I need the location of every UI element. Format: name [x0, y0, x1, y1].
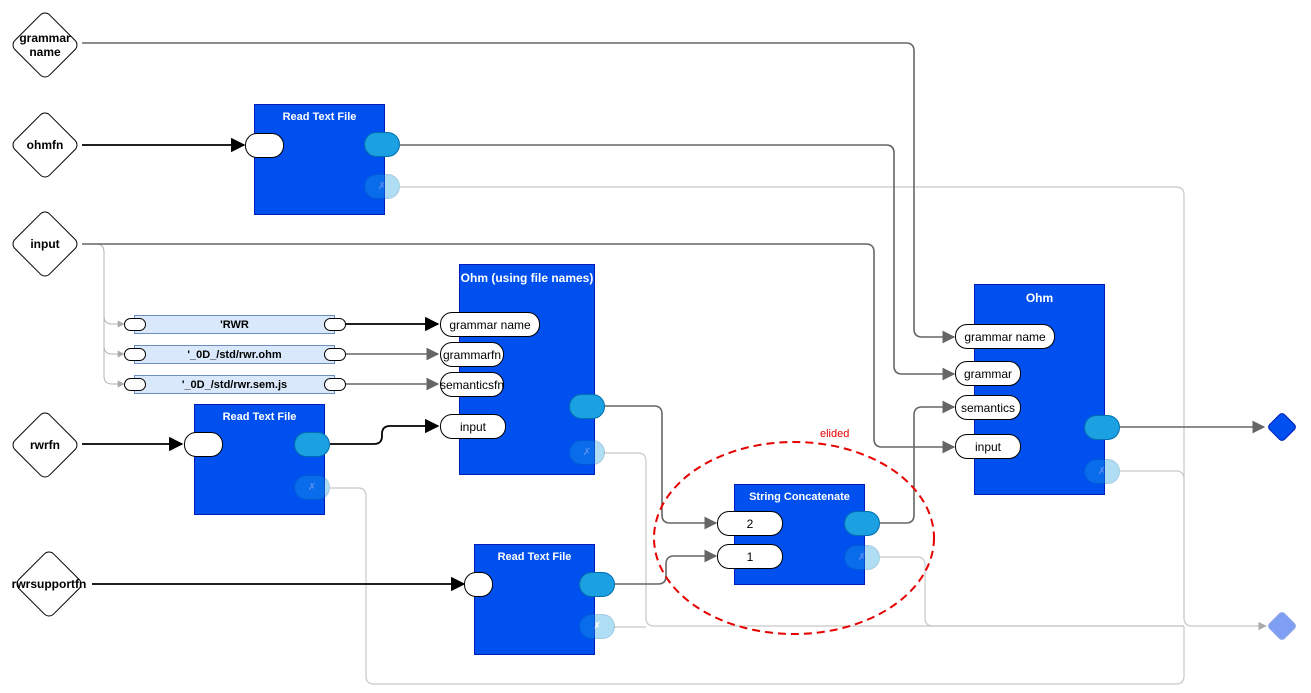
error-port[interactable]: ✗ [844, 545, 880, 570]
port-2[interactable]: 2 [717, 511, 783, 536]
constant-rwr-ohm[interactable]: '_0D_/std/rwr.ohm [134, 345, 335, 364]
node-title: Ohm (using file names) [460, 271, 594, 285]
constant-rwr-sem[interactable]: '_0D_/std/rwr.sem.js [134, 375, 335, 394]
error-port[interactable]: ✗ [1084, 459, 1120, 484]
port-1[interactable]: 1 [717, 544, 783, 569]
input-rwrfn[interactable]: rwrfn [8, 408, 82, 482]
read-text-file-node-1[interactable]: Read Text File [254, 104, 385, 215]
port-grammar[interactable]: grammar [955, 361, 1021, 386]
error-port[interactable]: ✗ [294, 475, 330, 500]
input-label: ohmfn [26, 138, 64, 152]
port-input[interactable]: input [955, 434, 1021, 459]
constant-out-port [324, 348, 346, 361]
error-port[interactable]: ✗ [579, 614, 615, 639]
port-grammar-name[interactable]: grammar name [440, 312, 540, 337]
input-label: input [30, 237, 60, 251]
ohm-node[interactable]: Ohm [974, 284, 1105, 495]
input-label: grammar name [19, 31, 71, 59]
constant-in-port [124, 318, 146, 331]
input-port[interactable] [184, 432, 223, 457]
constant-rwr[interactable]: 'RWR [134, 315, 335, 334]
input-port[interactable] [245, 133, 284, 158]
node-title: Read Text File [497, 551, 572, 563]
read-text-file-node-3[interactable]: Read Text File [474, 544, 595, 655]
constant-out-port [324, 378, 346, 391]
input-ohmfn[interactable]: ohmfn [8, 108, 82, 182]
constant-in-port [124, 348, 146, 361]
elided-ellipse [653, 441, 935, 635]
output-port[interactable] [569, 394, 605, 419]
constant-out-port [324, 318, 346, 331]
node-title: Read Text File [282, 111, 357, 123]
ohm-file-names-node[interactable]: Ohm (using file names) [459, 264, 595, 475]
input-input[interactable]: input [8, 207, 82, 281]
input-port[interactable] [464, 572, 493, 597]
port-semanticsfn[interactable]: semanticsfn [440, 372, 504, 397]
error-port[interactable]: ✗ [569, 440, 605, 465]
error-port[interactable]: ✗ [364, 174, 400, 199]
port-semantics[interactable]: semantics [955, 395, 1021, 420]
input-label: rwrfn [30, 438, 60, 452]
output-port[interactable] [579, 572, 615, 597]
node-title: Read Text File [222, 411, 297, 423]
output-port[interactable] [844, 511, 880, 536]
input-rwrsupportfn[interactable]: rwrsupportfn [12, 547, 86, 621]
output-port[interactable] [1084, 415, 1120, 440]
node-title: Ohm [1025, 291, 1054, 305]
constant-in-port [124, 378, 146, 391]
input-grammar-name[interactable]: grammar name [8, 8, 82, 82]
port-input[interactable]: input [440, 414, 506, 439]
elided-label: elided [820, 428, 850, 440]
output-port[interactable] [364, 132, 400, 157]
port-grammar-name[interactable]: grammar name [955, 324, 1055, 349]
output-port[interactable] [294, 432, 330, 457]
node-title: String Concatenate [749, 491, 850, 503]
input-label: rwrsupportfn [11, 577, 87, 591]
port-grammarfn[interactable]: grammarfn [440, 342, 504, 367]
